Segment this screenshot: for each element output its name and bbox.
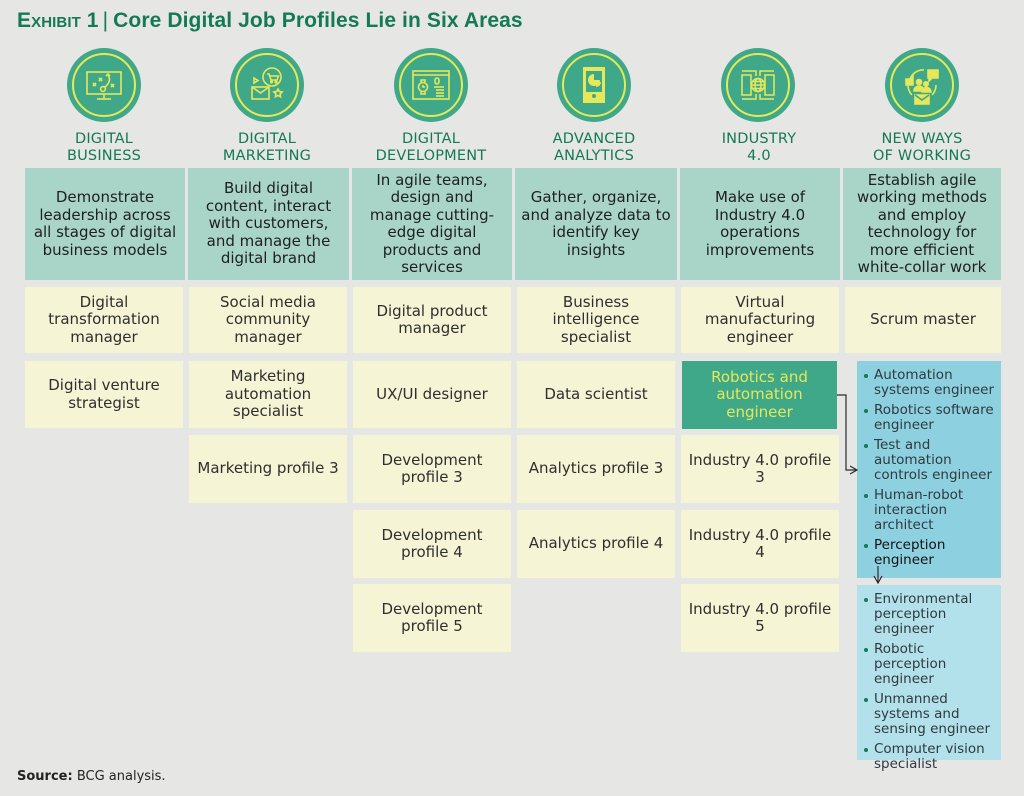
bullet-icon xyxy=(864,374,868,378)
exhibit-title: Exhibit 1|Core Digital Job Profiles Lie … xyxy=(17,9,523,33)
list-item-perception-engineer: Perception engineer xyxy=(863,538,995,568)
bullet-icon xyxy=(864,598,868,602)
bullet-icon xyxy=(864,748,868,752)
profile-cell: Analytics profile 3 xyxy=(517,435,675,503)
description-industry-4-0: Make use of Industry 4.0 operations impr… xyxy=(680,168,840,280)
arrow-robotics-to-list-icon xyxy=(837,394,859,475)
bullet-icon xyxy=(864,544,868,548)
profile-cell: Industry 4.0 profile 4 xyxy=(681,510,839,578)
bullet-icon xyxy=(864,648,868,652)
description-advanced-analytics: Gather, organize, and analyze data to id… xyxy=(515,168,677,280)
robotics-roles-list: Automation systems engineer Robotics sof… xyxy=(857,361,1001,578)
bullet-icon xyxy=(864,409,868,413)
profile-cell: Industry 4.0 profile 5 xyxy=(681,584,839,652)
profile-cell: Social media community manager xyxy=(189,287,347,353)
title-separator: | xyxy=(102,9,109,32)
source-note: Source: BCG analysis. xyxy=(17,769,166,784)
list-item: Unmanned systems and sensing engineer xyxy=(863,692,995,737)
profile-cell: Digital venture strategist xyxy=(25,361,183,428)
title-text: Core Digital Job Profiles Lie in Six Are… xyxy=(113,9,523,32)
profile-cell: Development profile 4 xyxy=(353,510,511,578)
bullet-icon xyxy=(864,444,868,448)
profile-cell: Virtual manufacturing engineer xyxy=(681,287,839,353)
profile-cell: UX/UI designer xyxy=(353,361,511,428)
profile-cell: Industry 4.0 profile 3 xyxy=(681,435,839,503)
description-digital-business: Demonstrate leadership across all stages… xyxy=(25,168,185,280)
bullet-icon xyxy=(864,698,868,702)
description-new-ways-of-working: Establish agile working methods and empl… xyxy=(843,168,1001,280)
source-text: BCG analysis. xyxy=(76,769,166,784)
bullet-icon xyxy=(864,494,868,498)
profile-cell: Digital product manager xyxy=(353,287,511,353)
list-item: Environmental perception engineer xyxy=(863,592,995,637)
profile-cell: Data scientist xyxy=(517,361,675,428)
description-digital-development: In agile teams, design and manage cuttin… xyxy=(352,168,512,280)
profile-cell: Marketing automation specialist xyxy=(189,361,347,428)
profile-cell: Business intelligence specialist xyxy=(517,287,675,353)
list-item: Robotics software engineer xyxy=(863,403,995,433)
highlighted-profile-robotics: Robotics and automation engineer xyxy=(682,361,837,429)
tablet-pie-chart-icon xyxy=(557,48,631,122)
profile-cell: Marketing profile 3 xyxy=(189,435,347,503)
list-item: Robotic perception engineer xyxy=(863,642,995,687)
profile-cell: Development profile 3 xyxy=(353,435,511,503)
source-label: Source: xyxy=(17,769,73,784)
list-item: Test and automation controls engineer xyxy=(863,438,995,483)
exhibit-number: Exhibit 1 xyxy=(17,9,99,32)
profile-cell: Development profile 5 xyxy=(353,584,511,652)
profile-cell: Analytics profile 4 xyxy=(517,510,675,578)
list-item: Automation systems engineer xyxy=(863,368,995,398)
collaboration-cycle-icon xyxy=(885,48,959,122)
perception-roles-list: Environmental perception engineer Roboti… xyxy=(857,585,1001,772)
list-item: Human-robot interaction architect xyxy=(863,488,995,533)
browser-watch-icon xyxy=(394,48,468,122)
profile-cell: Digital transformation manager xyxy=(25,287,183,353)
profile-cell: Scrum master xyxy=(845,287,1001,353)
list-item: Computer vision specialist xyxy=(863,742,995,772)
description-digital-marketing: Build digital content, interact with cus… xyxy=(188,168,349,280)
shopping-cart-mail-icon xyxy=(230,48,304,122)
strategy-board-icon xyxy=(67,48,141,122)
globe-devices-icon xyxy=(721,48,795,122)
